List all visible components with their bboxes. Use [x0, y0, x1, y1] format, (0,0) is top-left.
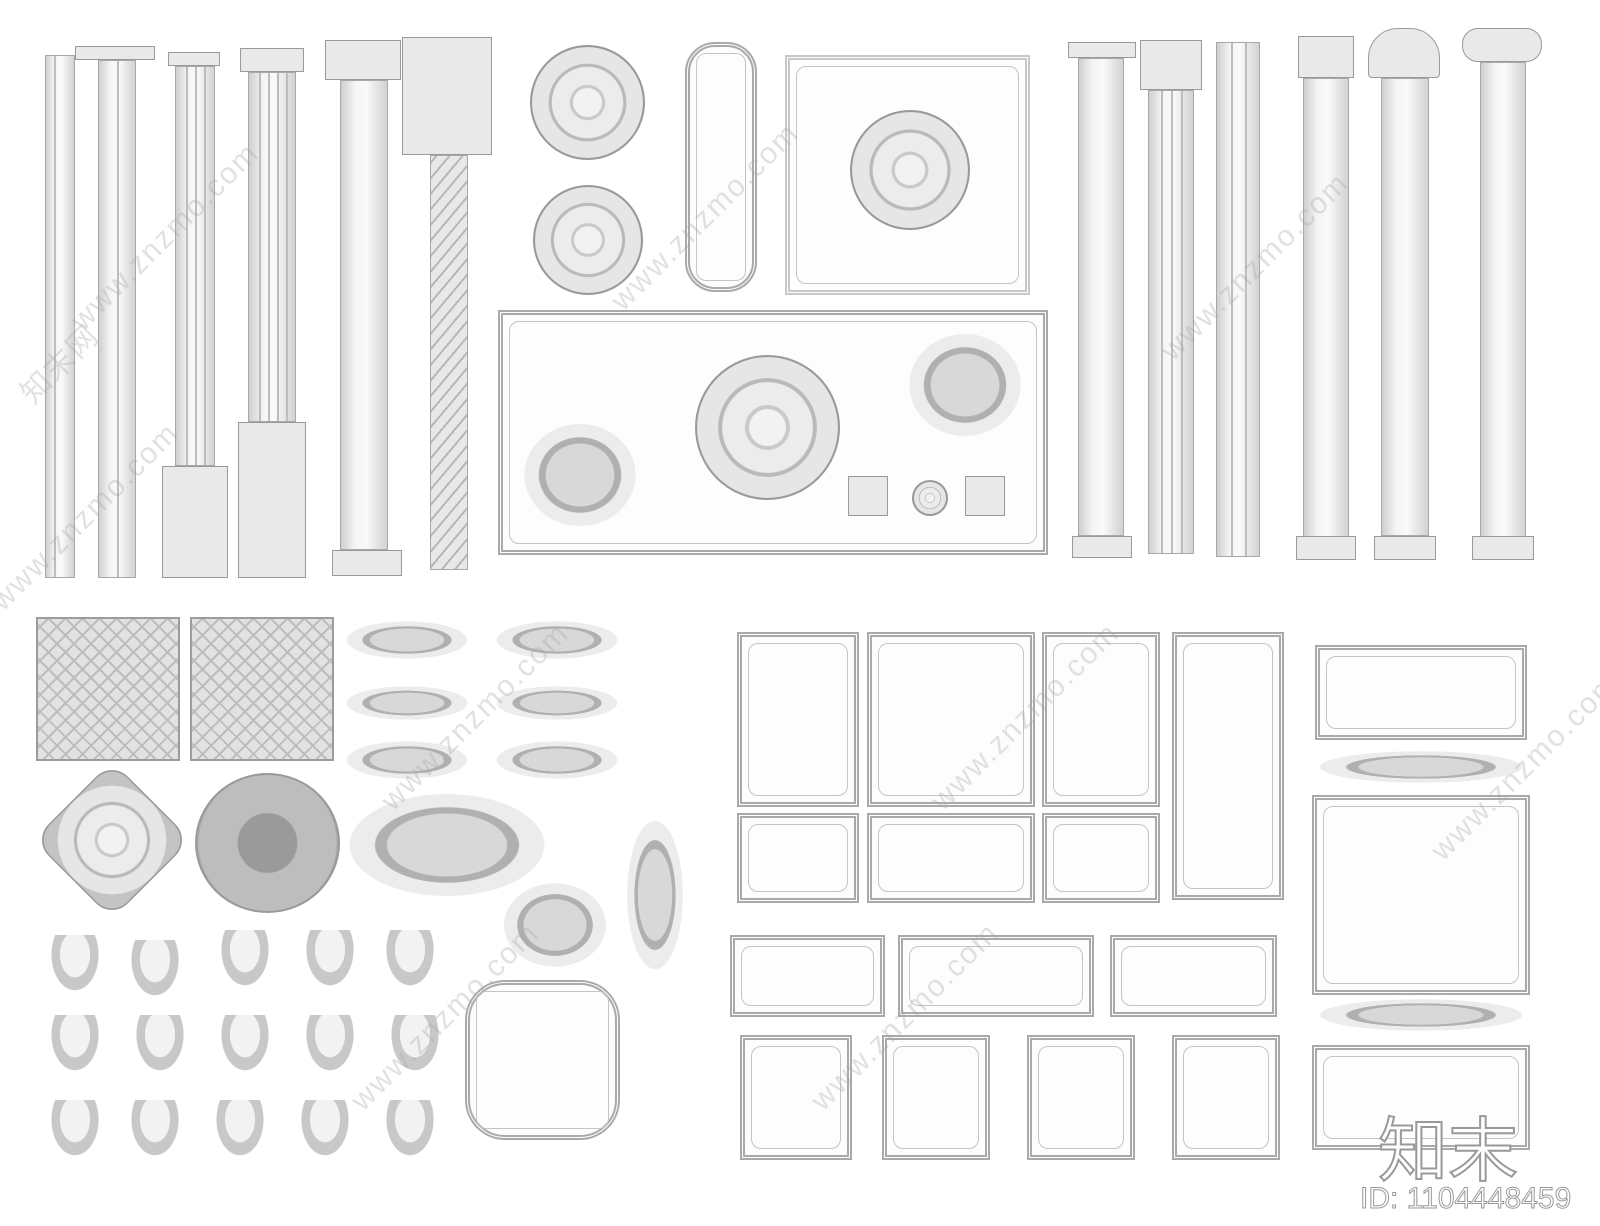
wall-frame: [1042, 632, 1160, 807]
ornament-strip: [1312, 998, 1530, 1032]
carved-panel-geometric: [36, 617, 180, 761]
watermark-text: www.znzmo.com: [64, 136, 266, 338]
model-id-label: ID: 1104448459: [1359, 1182, 1572, 1216]
column-capital: [1068, 42, 1136, 58]
acanthus-leaf: [125, 1100, 185, 1165]
watermark-text: www.znzmo.com: [0, 416, 186, 618]
wall-frame: [1315, 645, 1527, 740]
wall-frame: [882, 1035, 990, 1160]
column-round-tuscan: [340, 80, 388, 550]
column-capital: [1298, 36, 1354, 78]
wall-frame: [1042, 813, 1160, 903]
acanthus-leaf: [45, 1015, 105, 1080]
acanthus-leaf: [125, 940, 185, 1005]
acanthus-leaf: [210, 1100, 270, 1165]
wall-frame: [737, 632, 859, 807]
ornament-strip: [342, 685, 472, 721]
acanthus-leaf: [45, 935, 105, 1000]
column-capital: [75, 46, 155, 60]
column-capital: [240, 48, 304, 72]
ornament-strip: [342, 740, 472, 780]
vertical-ornament-panel: [685, 42, 757, 292]
wall-frame: [740, 1035, 852, 1160]
acanthus-leaf: [130, 1015, 190, 1080]
wall-frame: [1027, 1035, 1135, 1160]
acanthus-leaf: [295, 1100, 355, 1165]
ornament-strip: [492, 685, 622, 721]
column-pilaster-panel: [98, 60, 136, 578]
corner-ornament: [905, 330, 1025, 440]
column-capital-ionic: [1462, 28, 1542, 62]
wall-frame: [1312, 795, 1530, 995]
column-capital: [168, 52, 220, 66]
column-pilaster-plain: [45, 55, 75, 578]
column-pilaster-carved: [1216, 42, 1260, 557]
wall-frame: [1172, 1035, 1280, 1160]
column-pedestal: [162, 466, 228, 578]
column-ionic: [1480, 62, 1526, 538]
wall-frame: [730, 935, 885, 1017]
ceiling-medallion: [533, 185, 643, 295]
wall-frame: [867, 813, 1035, 903]
column-twisted: [430, 155, 468, 570]
column-fluted: [1148, 90, 1194, 554]
scroll-ornament: [500, 880, 610, 970]
acanthus-leaf: [300, 1015, 360, 1080]
wall-frame: [1110, 935, 1277, 1017]
wall-frame: [737, 813, 859, 903]
square-rosette: [965, 476, 1005, 516]
column-capital-corbel: [402, 37, 492, 155]
column-base: [1374, 536, 1436, 560]
acanthus-leaf: [380, 930, 440, 995]
ceiling-medallion-large: [695, 355, 840, 500]
column-capital-corinthian: [1140, 40, 1202, 90]
ceiling-center-medallion: [850, 110, 970, 230]
cartouche-frame: [465, 980, 620, 1140]
carved-panel-rosette: [190, 617, 334, 761]
ornament-strip: [342, 620, 472, 660]
wall-frame: [898, 935, 1094, 1017]
scroll-ornament: [625, 815, 685, 975]
wall-frame: [1312, 1045, 1530, 1150]
acanthus-leaf: [45, 1100, 105, 1165]
acanthus-leaf: [380, 1100, 440, 1165]
column-fluted: [175, 66, 215, 466]
star-medallion: [32, 760, 192, 920]
acanthus-leaf: [215, 930, 275, 995]
ceiling-medallion: [530, 45, 645, 160]
wall-frame-tall: [1172, 632, 1284, 900]
acanthus-leaf: [215, 1015, 275, 1080]
column-base: [1072, 536, 1132, 558]
ornament-strip: [492, 620, 622, 660]
scroll-ornament: [520, 420, 640, 530]
column-round-tuscan: [1381, 78, 1429, 536]
wall-frame: [867, 632, 1035, 807]
column-round: [1078, 58, 1124, 536]
column-base: [332, 550, 402, 576]
ornament-strip: [492, 740, 622, 780]
round-rosette: [912, 480, 948, 516]
ornament-strip: [1312, 750, 1530, 784]
column-fluted-wide: [248, 72, 296, 422]
round-medallion: [195, 773, 340, 913]
column-round-tall: [1303, 78, 1349, 540]
column-base: [1472, 536, 1534, 560]
brand-logo: 知末: [1377, 1109, 1519, 1193]
acanthus-leaf: [385, 1015, 445, 1080]
column-capital: [1368, 28, 1440, 78]
column-base: [1296, 536, 1356, 560]
acanthus-leaf: [300, 930, 360, 995]
column-capital: [325, 40, 401, 80]
column-pedestal: [238, 422, 306, 578]
square-rosette: [848, 476, 888, 516]
